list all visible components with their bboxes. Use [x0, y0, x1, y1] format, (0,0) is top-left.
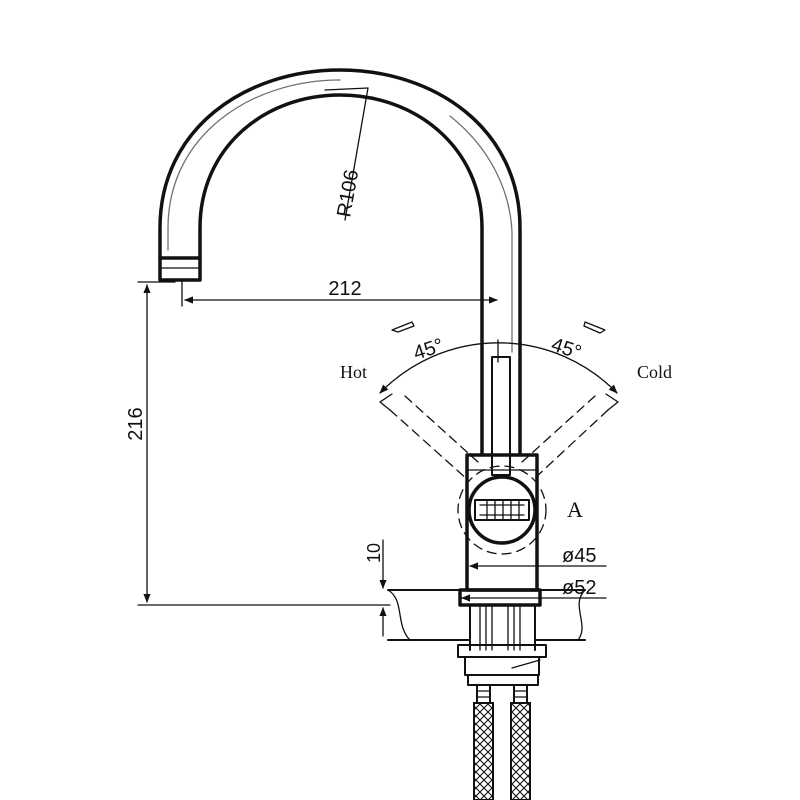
spout-reach-label: 212 [328, 278, 361, 300]
counter-deck: 10 [364, 539, 586, 641]
faucet-body: A [457, 453, 583, 592]
body-diameter-label: ø45 [562, 545, 596, 567]
cold-label: Cold [637, 362, 672, 382]
spout-reach-dimension: 212 [181, 278, 498, 307]
height-dimension: 216 [125, 281, 391, 606]
angle-right-label: 45° [548, 334, 584, 364]
hot-supply-hose [473, 702, 494, 800]
supply-hoses [473, 684, 531, 800]
radius-label: R106 [333, 168, 363, 219]
deck-thickness-label: 10 [364, 543, 384, 563]
height-label: 216 [125, 407, 147, 440]
angle-left-label: 45° [411, 334, 447, 364]
gooseneck-spout [158, 68, 522, 457]
base-diameter-label: ø52 [562, 577, 596, 599]
mounting-hardware [457, 604, 547, 686]
hot-label: Hot [340, 362, 367, 382]
cold-supply-hose [510, 702, 531, 800]
detail-a-label: A [567, 497, 583, 522]
radius-callout: R106 [324, 87, 369, 221]
handle-lever [491, 356, 511, 476]
diameter-dimensions: ø45 ø52 [461, 545, 607, 602]
